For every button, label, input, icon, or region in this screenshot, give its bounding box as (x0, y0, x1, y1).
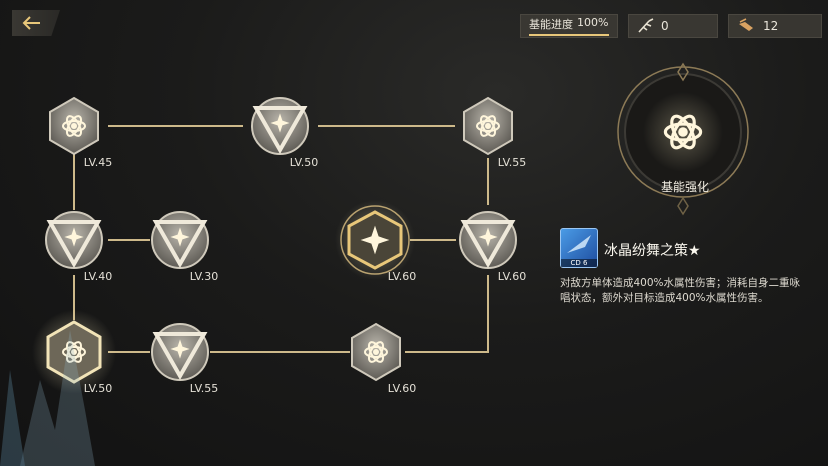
tree-connections (73, 125, 489, 353)
back-button[interactable] (12, 10, 60, 36)
node-n60c-level: LV.60 (387, 382, 417, 395)
node-n45[interactable] (49, 96, 99, 156)
resource-feather[interactable]: 0 (628, 14, 718, 38)
node-n50a-level: LV.50 (289, 156, 319, 169)
progress-fill (529, 34, 609, 36)
progress-indicator: 基能进度 100% (520, 14, 618, 38)
node-n60a[interactable] (335, 200, 415, 280)
node-n30-level: LV.30 (189, 270, 219, 283)
node-n55b-level: LV.55 (189, 382, 219, 395)
node-n55b[interactable] (151, 323, 209, 381)
node-n50a[interactable] (251, 97, 309, 155)
crystal-shard-icon (739, 18, 753, 31)
skill-cooldown: CD 6 (561, 259, 597, 267)
node-n30[interactable] (151, 211, 209, 269)
ice-crystal-decoration (0, 330, 95, 466)
ice-blade-icon (567, 235, 591, 253)
back-arrow-icon (22, 16, 40, 30)
skill-description: 对敌方单体造成400%水属性伤害；消耗自身二重咏唱状态，额外对目标造成400%水… (560, 277, 801, 304)
node-n60c[interactable] (351, 322, 401, 382)
skill-name: 冰晶纷舞之策★ (604, 243, 701, 259)
feature-title: 基能强化 (660, 180, 709, 194)
resource-feather-count: 0 (661, 19, 669, 33)
skill-icon[interactable]: CD 6 (560, 228, 598, 268)
node-n40[interactable] (45, 211, 103, 269)
progress-value: 100% (577, 16, 609, 29)
resource-crystal[interactable]: 12 (728, 14, 822, 38)
top-resource-bar: 基能进度 100% 0 12 (520, 14, 822, 38)
node-n50b-level: LV.50 (83, 382, 113, 395)
node-n45-level: LV.45 (83, 156, 113, 169)
node-n55a-level: LV.55 (497, 156, 527, 169)
feather-quill-icon (638, 18, 654, 33)
node-n40-level: LV.40 (83, 270, 113, 283)
node-n60a-level: LV.60 (387, 270, 417, 283)
node-n60b-level: LV.60 (497, 270, 527, 283)
node-n60b[interactable] (459, 211, 517, 269)
feature-emblem (617, 62, 749, 216)
resource-crystal-count: 12 (763, 19, 779, 33)
progress-label: 基能进度 (529, 18, 573, 31)
node-n55a[interactable] (463, 96, 513, 156)
node-n50b[interactable] (32, 310, 116, 394)
